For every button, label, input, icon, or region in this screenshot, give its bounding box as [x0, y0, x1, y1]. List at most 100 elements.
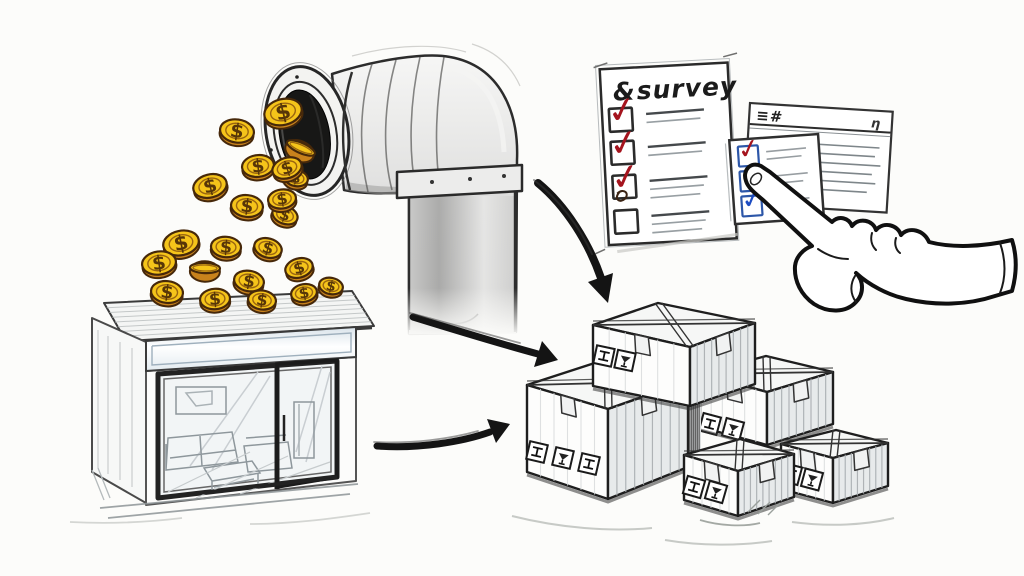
- collar-bolt: [468, 177, 472, 181]
- coin-ring: [204, 291, 226, 307]
- store-interior: [165, 386, 331, 499]
- wall-picture: [175, 386, 227, 415]
- coin-ring: [198, 177, 222, 195]
- sign-band-inner: [151, 332, 352, 366]
- sofa: [165, 431, 239, 471]
- coin-ring: [168, 234, 194, 252]
- coin: $: [263, 97, 304, 130]
- fragile-glass-stem: [558, 459, 565, 466]
- survey-text-line: [647, 141, 706, 149]
- survey-text-line: [651, 210, 710, 217]
- dollar-sign: $: [201, 173, 220, 199]
- shipping-label-icon: [799, 467, 825, 492]
- survey-row: ✓: [607, 155, 708, 202]
- fragile-glass-stem: [620, 362, 627, 368]
- store-window: [155, 358, 340, 501]
- arrow-survey-to-boxes: [533, 179, 613, 303]
- dollar-sign: $: [251, 155, 266, 177]
- sheet-corner-ticks: [593, 52, 738, 255]
- coin: $: [229, 193, 265, 222]
- survey-checkbox: [607, 106, 635, 134]
- coin: $: [290, 282, 319, 307]
- panel-text-line: [766, 154, 802, 160]
- box-tape: [762, 355, 765, 393]
- survey-row: ✓: [605, 121, 706, 167]
- coin: $: [198, 287, 232, 314]
- dollar-sign: $: [208, 289, 221, 310]
- coin-ring: [235, 198, 259, 214]
- coin: $: [162, 229, 201, 260]
- shipping-label-icon: [681, 474, 707, 500]
- dollar-sign: $: [297, 283, 310, 303]
- coin-ring: [276, 160, 298, 176]
- dollar-sign: $: [260, 237, 276, 258]
- dollar-sign: $: [325, 278, 338, 296]
- pipe-collar: [395, 163, 524, 200]
- box-shadow: [780, 487, 889, 508]
- coin: $: [240, 153, 276, 182]
- survey-text-line: [649, 175, 708, 183]
- card-header-scribble: ≡#: [756, 106, 783, 126]
- dollar-sign: $: [255, 290, 269, 310]
- box-tape: [769, 355, 772, 393]
- dollar-sign: $: [241, 271, 256, 293]
- survey-text-line: [646, 117, 701, 124]
- collar-bolt: [502, 174, 506, 178]
- shipping-label-icon: [577, 452, 601, 476]
- pipe-elbow-highlight: [451, 65, 507, 153]
- coin: $: [246, 289, 278, 315]
- cardboard-box: [681, 437, 796, 521]
- coin-ring: [294, 286, 314, 300]
- coin: $: [284, 256, 315, 283]
- box-tape: [829, 429, 834, 459]
- survey-text-line: [649, 184, 704, 191]
- shipping-boxes: [525, 301, 890, 521]
- box-tape: [741, 438, 745, 472]
- dollar-sign: $: [151, 251, 168, 276]
- arrow-store-to-boxes-upper: [409, 312, 558, 367]
- coin: $: [266, 188, 298, 214]
- survey-shadow: [617, 232, 738, 254]
- survey-document: &survey ✓✓✓: [593, 52, 740, 255]
- box-tape: [780, 438, 889, 441]
- dollar-sign: $: [171, 230, 190, 256]
- roof-hatch-line: [120, 316, 369, 332]
- coffee-table: [202, 460, 262, 492]
- box-seam: [592, 322, 756, 326]
- fragile-glass-glyph: [808, 474, 818, 482]
- coin-ring: [289, 141, 313, 155]
- coin: $: [317, 276, 344, 299]
- card-header-rule-2: [749, 127, 891, 138]
- box-shadow: [526, 468, 689, 504]
- box-tape: [654, 302, 688, 348]
- coin: $: [218, 118, 256, 148]
- coin: [188, 260, 222, 283]
- dollar-sign: $: [273, 99, 294, 127]
- coin-ring: [272, 191, 292, 207]
- coin-ring: [252, 292, 272, 308]
- pointing-hand: [743, 162, 1018, 313]
- coin: $: [140, 250, 178, 280]
- box-shadow: [592, 385, 756, 411]
- survey-title-prefix: &: [612, 76, 636, 106]
- flow-arrows: [373, 179, 613, 451]
- box-tape: [683, 449, 795, 452]
- coin-ring: [246, 158, 270, 174]
- store-base: [99, 483, 359, 519]
- hand-creases: [817, 232, 1006, 303]
- survey-text-line: [645, 108, 705, 116]
- coin-ring: [269, 102, 297, 122]
- survey-checkbox: [609, 139, 636, 167]
- tape-tab: [633, 333, 652, 357]
- coin: $: [232, 269, 265, 296]
- box-seam: [683, 453, 795, 456]
- box-tape: [836, 429, 841, 459]
- flange-bolt: [295, 75, 299, 79]
- coin-face: [286, 139, 316, 157]
- coin: $: [209, 235, 243, 262]
- tape-tab: [792, 379, 810, 403]
- coin-ring: [147, 254, 171, 272]
- survey-text-line: [648, 150, 703, 157]
- store-left-wall: [91, 317, 147, 504]
